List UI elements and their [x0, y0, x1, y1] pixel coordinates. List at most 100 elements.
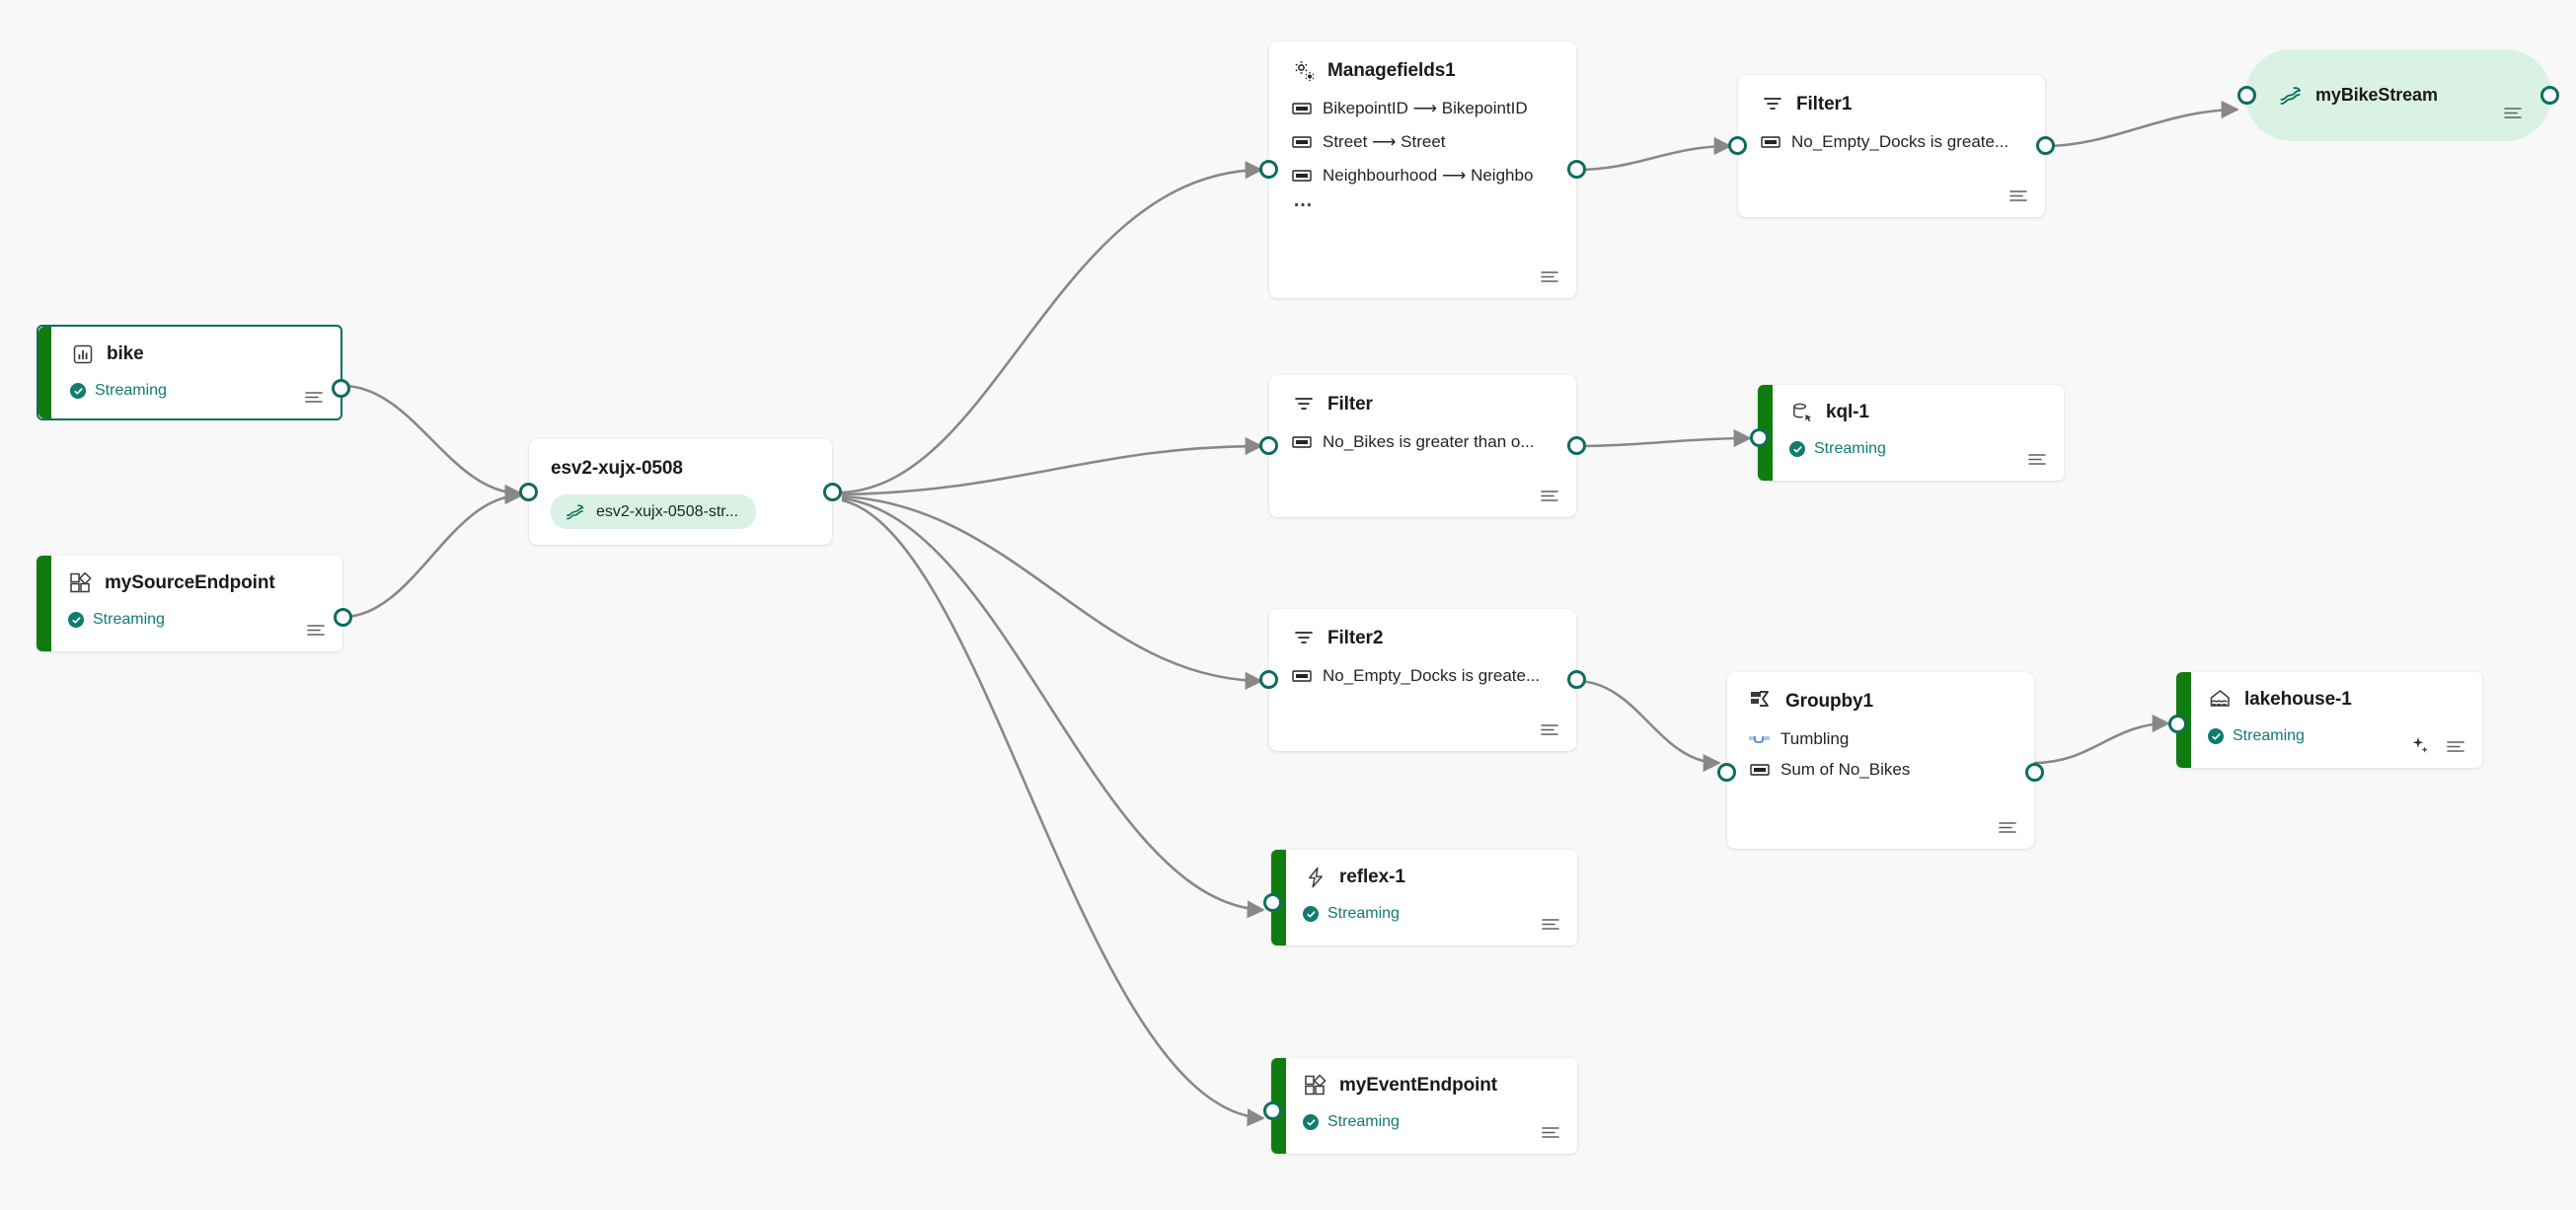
node-menu-icon[interactable] [1537, 265, 1562, 287]
edge-eventstream-to-myeventendpoint [841, 498, 1265, 1127]
filter-funnel-icon [1760, 92, 1785, 117]
node-mysourceendpoint[interactable]: mySourceEndpoint Streaming [37, 556, 352, 651]
input-port[interactable] [1750, 428, 1769, 447]
status-check-icon [70, 383, 86, 399]
node-filter1[interactable]: Filter1 No_Empty_Docks is greate... [1728, 75, 2055, 217]
node-title: reflex-1 [1339, 867, 1405, 887]
custom-endpoint-icon [1303, 1073, 1328, 1098]
node-menu-icon[interactable] [303, 619, 329, 641]
property-row: No_Empty_Docks is greate... [1291, 665, 1558, 686]
output-port[interactable] [332, 379, 350, 398]
output-port[interactable] [2540, 86, 2559, 105]
status-check-icon [1789, 441, 1805, 457]
property-label: BikepointID ⟶ BikepointID [1323, 98, 1528, 117]
status-label: Streaming [1814, 440, 1886, 457]
node-menu-icon[interactable] [2500, 102, 2526, 123]
node-menu-icon[interactable] [301, 386, 327, 408]
node-kql-1[interactable]: kql-1 Streaming [1750, 385, 2064, 481]
output-port[interactable] [2036, 136, 2055, 155]
node-managefields1[interactable]: Managefields1 BikepointID ⟶ BikepointID [1259, 41, 1586, 298]
property-row: Street ⟶ Street [1291, 131, 1558, 152]
property-label: No_Empty_Docks is greate... [1791, 131, 2009, 151]
node-menu-icon[interactable] [1995, 816, 2020, 838]
eventstream-chip-label: esv2-xujx-0508-str... [596, 502, 739, 520]
node-menu-icon[interactable] [1538, 1121, 1563, 1143]
node-groupby1[interactable]: Groupby1 Tumbling [1717, 672, 2044, 849]
status-check-icon [68, 612, 84, 628]
node-myeventendpoint[interactable]: myEventEndpoint Streaming [1263, 1058, 1577, 1154]
node-title: kql-1 [1826, 402, 1869, 422]
edge-eventstream-to-filter2 [841, 494, 1263, 690]
node-menu-icon[interactable] [1537, 718, 1562, 740]
node-menu-icon[interactable] [1537, 485, 1562, 506]
node-menu-icon[interactable] [2006, 185, 2031, 206]
manage-fields-gear-icon [1291, 58, 1317, 84]
property-row: Tumbling [1749, 728, 2016, 749]
node-accent-bar [37, 556, 51, 651]
eventstream-chip[interactable]: esv2-xujx-0508-str... [551, 494, 757, 529]
property-row: Neighbourhood ⟶ Neighbo [1291, 165, 1557, 186]
node-title: bike [107, 343, 144, 364]
node-reflex-1[interactable]: reflex-1 Streaming [1263, 850, 1577, 945]
node-menu-icon[interactable] [2024, 448, 2050, 470]
field-icon [1291, 431, 1312, 452]
node-menu-icon[interactable] [1538, 913, 1563, 935]
node-filter2[interactable]: Filter2 No_Empty_Docks is greate... [1259, 609, 1586, 751]
property-row: Sum of No_Bikes [1749, 759, 2016, 780]
input-port[interactable] [2237, 86, 2256, 105]
input-port[interactable] [1259, 670, 1278, 689]
edge-filter2-to-groupby1 [1575, 679, 1721, 773]
node-title: Filter2 [1327, 628, 1384, 648]
output-port[interactable] [823, 483, 842, 501]
node-title: myBikeStream [2315, 85, 2438, 105]
output-port[interactable] [1567, 436, 1586, 455]
node-menu-icon[interactable] [2443, 735, 2468, 757]
node-title: myEventEndpoint [1339, 1075, 1498, 1096]
output-port[interactable] [1567, 670, 1586, 689]
node-accent-bar [38, 327, 51, 418]
node-bike[interactable]: bike Streaming [37, 325, 350, 420]
edge-groupby1-to-lakehouse1 [2033, 714, 2170, 765]
chart-report-icon [70, 341, 96, 367]
stream-icon [565, 501, 585, 522]
edge-eventstream-to-reflex1 [841, 496, 1265, 919]
input-port[interactable] [1263, 893, 1282, 912]
input-port[interactable] [1259, 160, 1278, 179]
node-title: esv2-xujx-0508 [551, 458, 683, 479]
property-label: No_Empty_Docks is greate... [1323, 665, 1541, 685]
input-port[interactable] [2168, 715, 2187, 733]
field-icon [1749, 759, 1770, 780]
node-lakehouse-1[interactable]: lakehouse-1 Streaming [2168, 672, 2482, 768]
status-label: Streaming [1327, 1113, 1400, 1130]
custom-endpoint-icon [68, 570, 94, 596]
node-eventstream[interactable]: esv2-xujx-0508 esv2-xujx-0508-str... [519, 439, 842, 545]
edge-eventstream-to-filter [841, 436, 1263, 496]
property-row: No_Empty_Docks is greate... [1760, 131, 2027, 152]
more-properties-ellipsis[interactable]: … [1293, 189, 1315, 211]
kql-database-icon [1789, 400, 1815, 425]
node-filter[interactable]: Filter No_Bikes is greater than o... [1259, 375, 1586, 517]
copilot-sparkle-icon[interactable] [2409, 734, 2431, 756]
node-title: Managefields1 [1327, 60, 1456, 81]
field-icon [1291, 98, 1312, 118]
property-label: Sum of No_Bikes [1780, 759, 1911, 779]
property-row: No_Bikes is greater than o... [1291, 431, 1558, 452]
input-port[interactable] [1263, 1101, 1282, 1120]
input-port[interactable] [1259, 436, 1278, 455]
node-title: Groupby1 [1785, 691, 1873, 712]
input-port[interactable] [1728, 136, 1747, 155]
edge-bike-to-eventstream [341, 384, 523, 503]
output-port[interactable] [2025, 763, 2044, 782]
tumbling-window-icon [1749, 728, 1770, 749]
status-badge: Streaming [1303, 1113, 1561, 1131]
output-port[interactable] [1567, 160, 1586, 179]
node-title: lakehouse-1 [2244, 689, 2352, 710]
input-port[interactable] [1717, 763, 1736, 782]
property-label: Street ⟶ Street [1323, 131, 1446, 151]
node-mybikestream[interactable]: myBikeStream [2237, 49, 2559, 141]
filter-funnel-icon [1291, 626, 1317, 651]
edge-filter-to-kql1 [1575, 428, 1752, 448]
output-port[interactable] [334, 608, 352, 627]
input-port[interactable] [519, 483, 538, 501]
